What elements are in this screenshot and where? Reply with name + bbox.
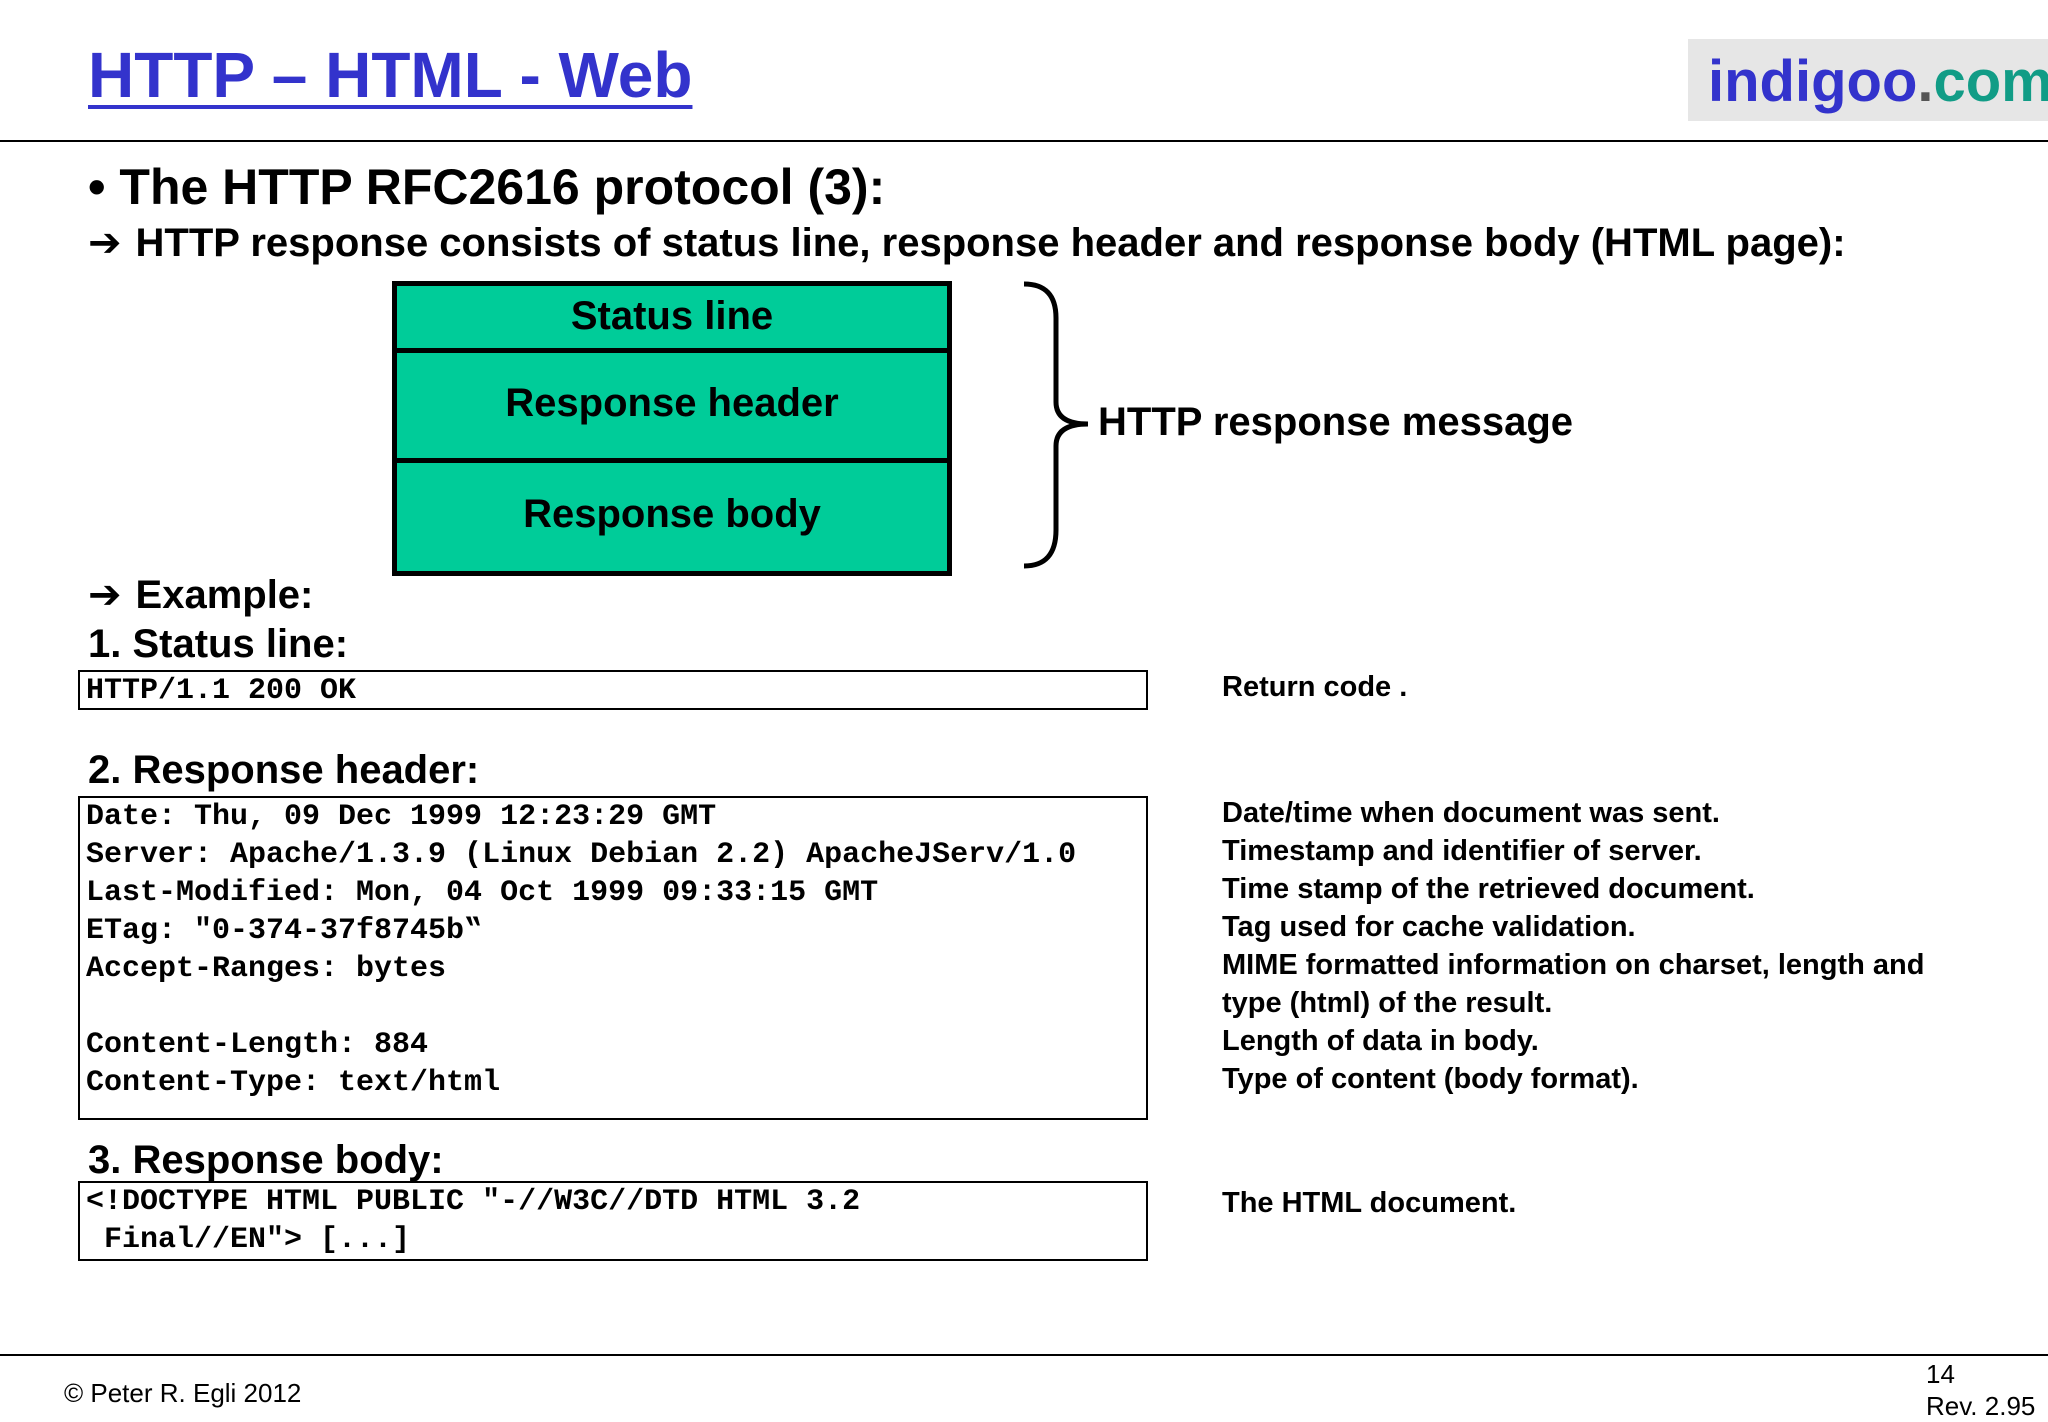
- logo-part-2: .: [1917, 49, 1933, 114]
- slide-title[interactable]: HTTP – HTML - Web: [88, 38, 692, 112]
- arrow-icon: ➔: [88, 572, 122, 618]
- brace-label: HTTP response message: [1098, 400, 1573, 445]
- description-line: Length of data in body.: [1222, 1022, 1924, 1060]
- revision: Rev. 2.95: [1926, 1390, 2035, 1422]
- logo-part-3: com: [1934, 49, 2048, 114]
- code-line: HTTP/1.1 200 OK: [86, 672, 1140, 710]
- bottom-divider: [0, 1354, 2048, 1356]
- status-line-code-box: HTTP/1.1 200 OK: [78, 670, 1148, 710]
- description-line: Tag used for cache validation.: [1222, 908, 1924, 946]
- diagram-cell-response-header: Response header: [397, 381, 947, 426]
- diagram-divider: [397, 348, 947, 353]
- section-heading-response-body: 3. Response body:: [88, 1138, 444, 1183]
- status-line-description: Return code .: [1222, 668, 1407, 706]
- section-heading-response-header: 2. Response header:: [88, 748, 479, 793]
- code-line: Date: Thu, 09 Dec 1999 12:23:29 GMT: [86, 798, 1140, 836]
- description-line: MIME formatted information on charset, l…: [1222, 946, 1924, 984]
- diagram-divider: [397, 458, 947, 463]
- section-heading-status-line: 1. Status line:: [88, 622, 348, 667]
- curly-brace-icon: [1020, 278, 1110, 574]
- arrow-icon: ➔: [88, 220, 122, 266]
- description-line: Type of content (body format).: [1222, 1060, 1924, 1098]
- code-line: Accept-Ranges: bytes: [86, 950, 1140, 988]
- code-line: Content-Length: 884: [86, 1026, 1140, 1064]
- code-line: Last-Modified: Mon, 04 Oct 1999 09:33:15…: [86, 874, 1140, 912]
- code-line: [86, 988, 1140, 1026]
- code-line: ETag: "0-374-37f8745b‟: [86, 912, 1140, 950]
- response-header-code-box: Date: Thu, 09 Dec 1999 12:23:29 GMT Serv…: [78, 796, 1148, 1120]
- code-line: Server: Apache/1.3.9 (Linux Debian 2.2) …: [86, 836, 1140, 874]
- diagram-cell-response-body: Response body: [397, 492, 947, 537]
- logo-part-1: indigoo: [1708, 49, 1917, 114]
- description-line: Return code .: [1222, 668, 1407, 706]
- description-line: Time stamp of the retrieved document.: [1222, 870, 1924, 908]
- response-diagram: Status line Response header Response bod…: [392, 281, 952, 576]
- logo: indigoo.com: [1708, 48, 2048, 115]
- main-bullet: • The HTTP RFC2616 protocol (3):: [88, 158, 885, 216]
- diagram-cell-status-line: Status line: [397, 294, 947, 339]
- copyright: © Peter R. Egli 2012: [64, 1378, 301, 1409]
- response-body-code-box: <!DOCTYPE HTML PUBLIC "-//W3C//DTD HTML …: [78, 1181, 1148, 1261]
- top-divider: [0, 140, 2048, 142]
- description-line: Timestamp and identifier of server.: [1222, 832, 1924, 870]
- description-line: Date/time when document was sent.: [1222, 794, 1924, 832]
- page-number: 14: [1926, 1358, 2035, 1390]
- code-line: Final//EN"> [...]: [86, 1221, 1140, 1259]
- example-label: Example:: [136, 573, 314, 617]
- code-line: <!DOCTYPE HTML PUBLIC "-//W3C//DTD HTML …: [86, 1183, 1140, 1221]
- page-info: 14 Rev. 2.95: [1926, 1358, 2035, 1422]
- code-line: Content-Type: text/html: [86, 1064, 1140, 1102]
- intro-line: ➔ HTTP response consists of status line, …: [88, 220, 1846, 266]
- response-header-descriptions: Date/time when document was sent. Timest…: [1222, 794, 1924, 1098]
- response-body-description: The HTML document.: [1222, 1184, 1516, 1222]
- description-line: type (html) of the result.: [1222, 984, 1924, 1022]
- description-line: The HTML document.: [1222, 1184, 1516, 1222]
- example-line: ➔ Example:: [88, 572, 313, 618]
- intro-text: HTTP response consists of status line, r…: [136, 221, 1846, 265]
